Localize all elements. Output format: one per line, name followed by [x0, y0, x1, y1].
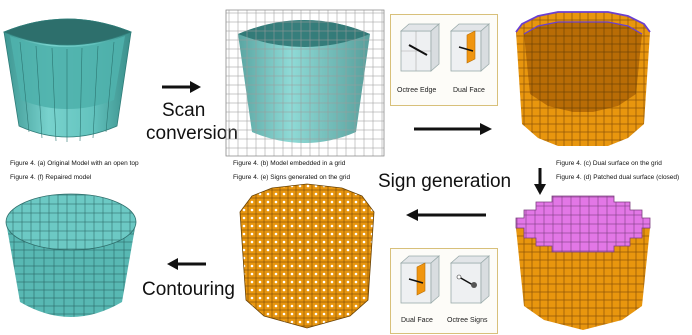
caption-d: Figure 4. (d) Patched dual surface (clos…	[556, 174, 680, 181]
dual-surface-arrow	[414, 123, 492, 135]
contouring-arrow	[167, 258, 206, 270]
octree-edge-dual-face-inset: Octree Edge Dual Face	[390, 14, 498, 106]
caption-c: Figure 4. (c) Dual surface on the grid	[556, 160, 662, 167]
signs-grid-figure	[239, 183, 375, 329]
scan-label-line2: conversion	[146, 123, 238, 144]
scan-label-line1: Scan	[162, 100, 206, 121]
dual-surface-figure	[515, 11, 651, 146]
dual-face-octree-signs-inset: Dual Face Octree Signs	[390, 248, 498, 334]
contouring-label: Contouring	[142, 279, 235, 300]
dual-face-label-top: Dual Face	[453, 87, 485, 94]
dual-face-label-bottom: Dual Face	[401, 317, 433, 324]
octree-signs-label: Octree Signs	[447, 317, 488, 324]
octree-edge-label: Octree Edge	[397, 87, 437, 94]
caption-f: Figure 4. (f) Repaired model	[10, 174, 92, 181]
dual-face-icon	[449, 23, 491, 72]
sign-generation-arrow	[534, 168, 546, 195]
patched-surface-figure	[515, 195, 651, 330]
caption-e: Figure 4. (e) Signs generated on the gri…	[233, 174, 351, 181]
repaired-model-figure	[5, 193, 137, 317]
sign-generation-label: Sign generation	[378, 171, 512, 192]
scan-conversion-arrow	[162, 81, 201, 93]
caption-b: Figure 4. (b) Model embedded in a grid	[233, 160, 346, 167]
octree-edge-icon	[399, 23, 441, 72]
dual-face-icon-bottom	[399, 255, 441, 304]
octree-signs-icon	[449, 255, 491, 304]
original-model-figure	[2, 18, 133, 142]
caption-a: Figure 4. (a) Original Model with an ope…	[10, 160, 139, 167]
signs-arrow	[406, 209, 486, 221]
embedded-grid-figure	[225, 9, 385, 157]
